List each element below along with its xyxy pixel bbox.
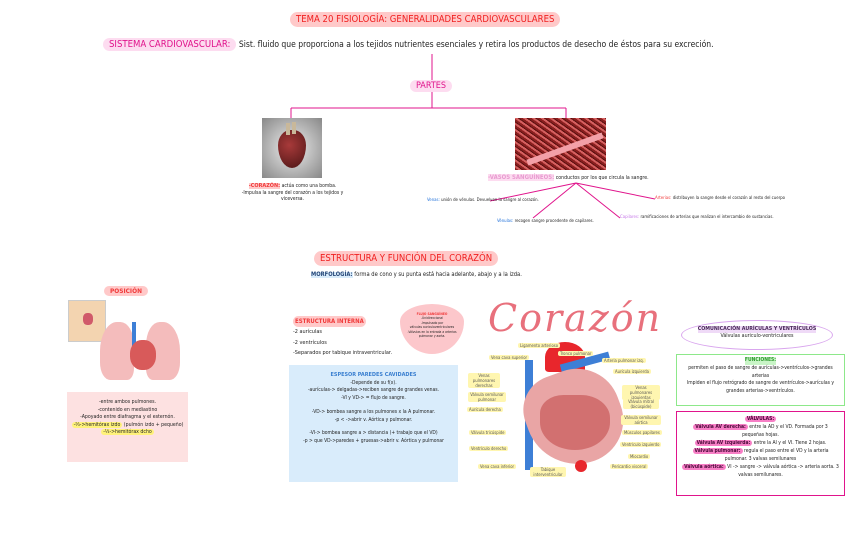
valvulas-box: VÁLVULAS: Válvula AV derecha: entre la A… [676,411,845,496]
venulas-item: Vénulas: recogen sangre procedente de ca… [497,219,594,224]
sistema-label: SISTEMA CARDIOVASCULAR: [103,38,237,51]
label-venas-pulmonares-derechas: Venas pulmonares derechas [468,373,500,388]
label-musculos-papilares: Músculos papilares [622,430,662,435]
posicion-box: -entre ambos pulmones. -contenido en med… [67,392,188,462]
corazon-description: -CORAZÓN: actúa como una bomba. -Impulsa… [241,183,344,203]
label-miocardio: Miocardio [628,454,651,459]
estructura-title: ESTRUCTURA Y FUNCIÓN DEL CORAZÓN [314,251,499,266]
estructura-interna: ESTRUCTURA INTERNA -2 aurículas -2 ventr… [293,316,393,357]
flujo-sanguineo-drop: FLUJO SANGUÍNEO -Unidireccional -Impulsa… [400,304,464,354]
corazon-script-title: Corazón [488,296,663,340]
label-vena-cava-inferior: Vena cava inferior [478,464,517,469]
label-ventriculo-derecho: Ventrículo derecho [469,446,509,451]
label-venas-pulmonares-izquierdas: Venas pulmonares izquierdas [622,385,660,400]
label-tronco-pulmonar: Tronco pulmonar [558,351,594,356]
label-valvula-mitral: Válvula mitral (bicúspide) [623,399,659,409]
morfologia: MORFOLOGÍA: forma de cono y su punta est… [311,272,522,278]
label-valvula-tricuspide: Válvula tricúspide [469,430,507,435]
label-valvula-semilunar-pulmonar: Válvula semilunar pulmonar [468,392,506,402]
heart-photo [262,118,322,178]
capilares-item: Capilares: ramificaciones de arterias qu… [620,215,774,220]
label-valvula-semilunar-aortica: Válvula semilunar aórtica [621,415,661,425]
label-pericardio-visceral: Pericardio visceral [610,464,649,469]
comunicacion-ellipse: COMUNICACIÓN AURÍCULAS Y VENTRÍCULOS Vál… [681,320,833,350]
espesor-box: ESPESOR PAREDES CAVIDADES -Depende de su… [289,365,458,482]
posicion-label: POSICIÓN [104,286,148,296]
label-arteria-pulmonar-izq: Arteria pulmonar izq. [602,358,646,363]
label-vena-cava-superior: Vena cava superior [489,355,530,360]
vasos-description: -VASOS SANGUÍNEOS: conductos por los que… [488,174,649,181]
torso-illustration [68,300,106,342]
partes-label: PARTES [410,80,453,92]
label-auricula-derecha: Aurícula derecha [467,407,503,412]
funciones-box: FUNCIONES: permiten el paso de sangre de… [676,354,845,406]
page-title: TEMA 20 FISIOLOGÍA: GENERALIDADES CARDIO… [290,12,561,27]
sistema-definition: SISTEMA CARDIOVASCULAR: Sist. fluido que… [103,38,714,51]
sistema-text: Sist. fluido que proporciona a los tejid… [238,40,714,50]
label-auricula-izquierda: Aurícula izquierda [613,369,651,374]
blood-vessels-photo [515,118,606,170]
label-ventriculo-izquierdo: Ventrículo izquierdo [620,442,662,447]
arterias-item: Arterias: distribuyen la sangre desde el… [655,196,786,201]
label-ligamento-arterioso: Ligamento arterioso [518,343,561,348]
label-tabique-interventricular: Tabique interventricular [530,467,566,477]
venas-item: Venas: unión de vénulas. Devuelven la sa… [427,198,539,203]
lungs-illustration [100,318,180,382]
